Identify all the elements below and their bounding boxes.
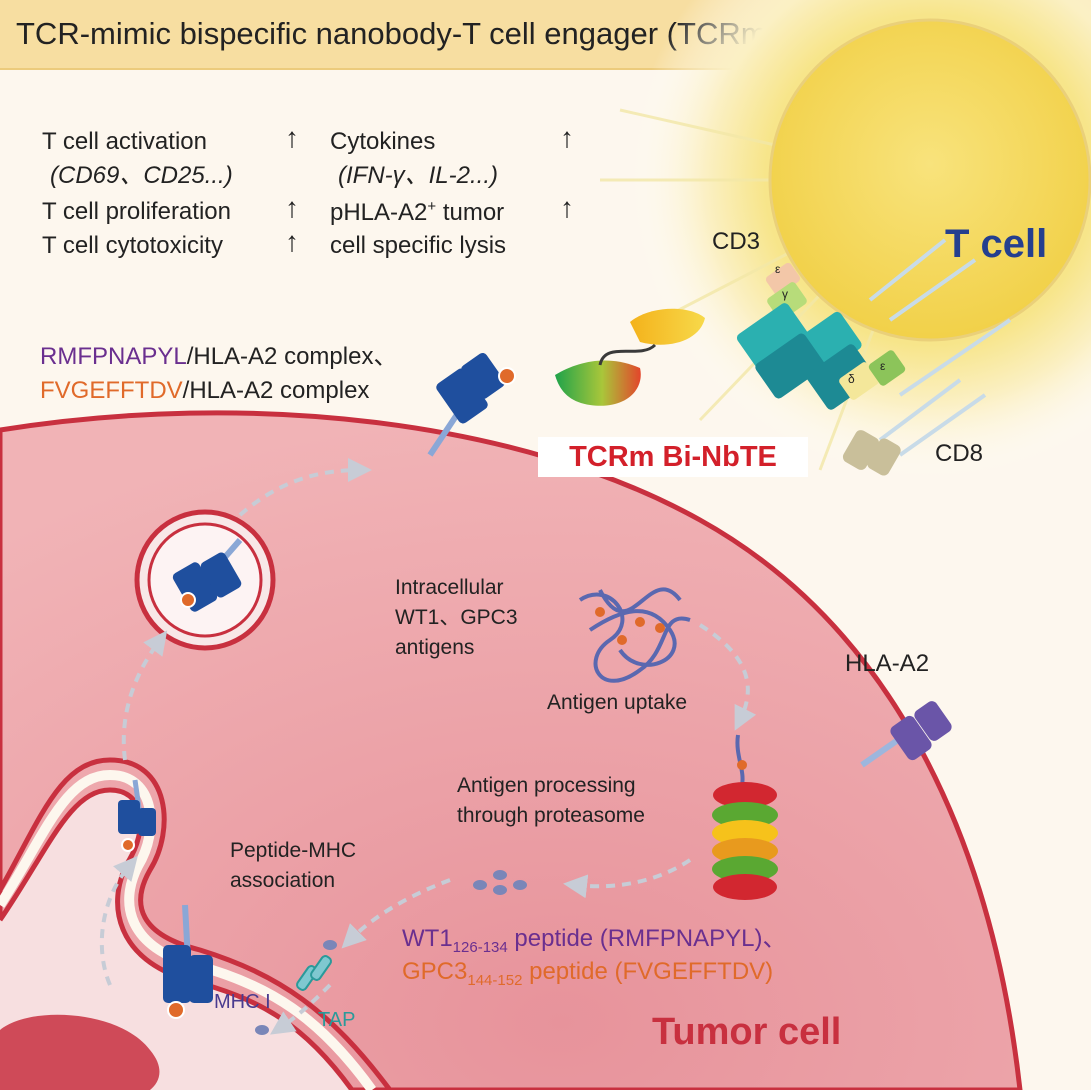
mhc-i-label: MHC I — [214, 991, 271, 1013]
invagination-hla — [118, 779, 156, 852]
cd3-complex — [736, 238, 1012, 410]
cd8-molecule — [842, 378, 987, 476]
tap-label: TAP — [318, 1009, 356, 1031]
vesicle-hla — [172, 538, 243, 612]
up-arrow-lysis: ↑ — [560, 192, 574, 223]
gpc3-peptide-label: GPC3144-152 peptide (FVGEFFTDV) — [402, 958, 774, 989]
up-arrow-cytokines: ↑ — [560, 122, 574, 153]
hla-a2-molecule — [860, 701, 952, 768]
gamma-label: γ — [782, 287, 788, 301]
intracellular-label-3: antigens — [395, 636, 475, 659]
bi-nbte-molecule — [555, 308, 705, 406]
wt1-peptide-label: WT1126-134 peptide (RMFPNAPYL)、 — [402, 925, 787, 956]
mhc-i-molecule — [163, 904, 213, 1019]
tcrm-bi-nbte-label: TCRm Bi-NbTE — [538, 437, 808, 477]
antigen-dots — [595, 607, 665, 645]
up-arrow-cytotoxicity: ↑ — [285, 226, 299, 257]
trafficking-arrows — [99, 458, 757, 1035]
effect-specific-lysis: cell specific lysis — [330, 232, 507, 259]
antigen-uptake-label: Antigen uptake — [547, 691, 688, 714]
antigen-processing-label-1: Antigen processing — [457, 774, 636, 797]
surface-hla-complex — [427, 352, 516, 457]
hla-a2-label: HLA-A2 — [845, 650, 930, 677]
effect-cytokine-list: (IFN-γ、IL-2...) — [338, 162, 498, 189]
intracellular-label-2: WT1、GPC3 — [395, 606, 518, 629]
complex-2-label: FVGEFFTDV/HLA-A2 complex — [40, 377, 370, 404]
cd8-label: CD8 — [935, 440, 984, 467]
effect-activation-markers: (CD69、CD25...) — [50, 162, 233, 189]
up-arrow-activation: ↑ — [285, 122, 299, 153]
t-cell — [600, 0, 1091, 480]
effect-t-cell-activation: T cell activation — [42, 128, 207, 155]
effect-cytokines: Cytokines — [330, 128, 436, 155]
effect-t-cell-proliferation: T cell proliferation — [42, 198, 231, 225]
epsilon-label-bottom: ε — [880, 359, 886, 373]
tumor-cell-label: Tumor cell — [652, 1011, 842, 1053]
effect-phla-tumor: pHLA-A2+ tumor — [330, 198, 505, 226]
intracellular-label-1: Intracellular — [395, 576, 504, 599]
proteasome — [712, 734, 778, 900]
antigen-processing-label-2: through proteasome — [457, 804, 645, 827]
peptide-mhc-label-2: association — [230, 869, 336, 892]
t-cell-label: T cell — [945, 222, 1048, 266]
intracellular-antigens — [578, 587, 691, 683]
complex-1-label: RMFPNAPYL/HLA-A2 complex、 — [40, 343, 398, 370]
up-arrow-proliferation: ↑ — [285, 192, 299, 223]
delta-label: δ — [848, 372, 855, 386]
effect-t-cell-cytotoxicity: T cell cytotoxicity — [42, 232, 223, 259]
cd3-label: CD3 — [712, 228, 761, 255]
peptide-mhc-label-1: Peptide-MHC — [230, 839, 357, 862]
peptide-fragments — [473, 870, 527, 895]
epsilon-label-top: ε — [775, 262, 781, 276]
tap-transporter — [255, 940, 337, 1035]
